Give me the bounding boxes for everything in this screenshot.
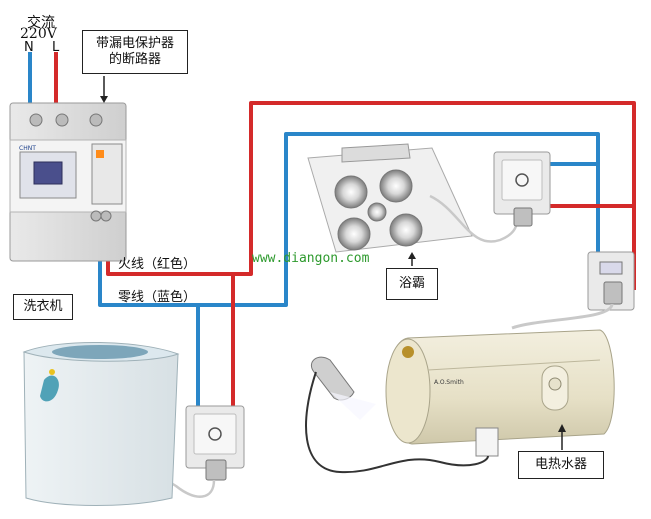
water-heater-cord <box>511 303 614 330</box>
water-heater-pointer-arrowhead <box>558 424 566 432</box>
breaker-label-line-1: 带漏电保护器 <box>95 36 174 51</box>
breaker-pointer-arrowhead <box>100 96 108 103</box>
shower-head <box>310 356 376 420</box>
live-wire-label: 火线（红色） <box>118 257 197 272</box>
ac-label: 交流 <box>27 15 55 31</box>
water-heater-socket <box>587 251 635 311</box>
breaker <box>9 102 127 262</box>
live-letter: L <box>52 40 60 55</box>
bath-heater-pointer-arrowhead <box>408 252 416 259</box>
breaker-callout: 带漏电保护器 的断路器 <box>82 30 188 74</box>
bath-heater <box>307 143 473 253</box>
breaker-label-line-2: 的断路器 <box>108 52 161 67</box>
water-heater-callout: 电热水器 <box>518 451 604 479</box>
neutral-wire-label: 零线（蓝色） <box>118 290 197 305</box>
washing-machine <box>22 341 180 506</box>
neutral-wire-to-bath-socket <box>286 132 598 166</box>
bath-heater-socket <box>493 151 551 227</box>
breaker-brand-text: CHNT <box>19 145 36 152</box>
washer-socket <box>185 405 245 481</box>
watermark-text: www.diangon.com <box>252 251 370 266</box>
neutral-letter: N <box>24 40 34 55</box>
shower-hose <box>305 371 489 474</box>
washer-callout: 洗衣机 <box>13 294 73 320</box>
voltage-label: 220V <box>20 26 57 42</box>
water-heater-tank <box>385 329 615 457</box>
heater-brand-text: A.O.Smith <box>434 379 464 386</box>
bath-heater-callout: 浴霸 <box>386 268 438 300</box>
